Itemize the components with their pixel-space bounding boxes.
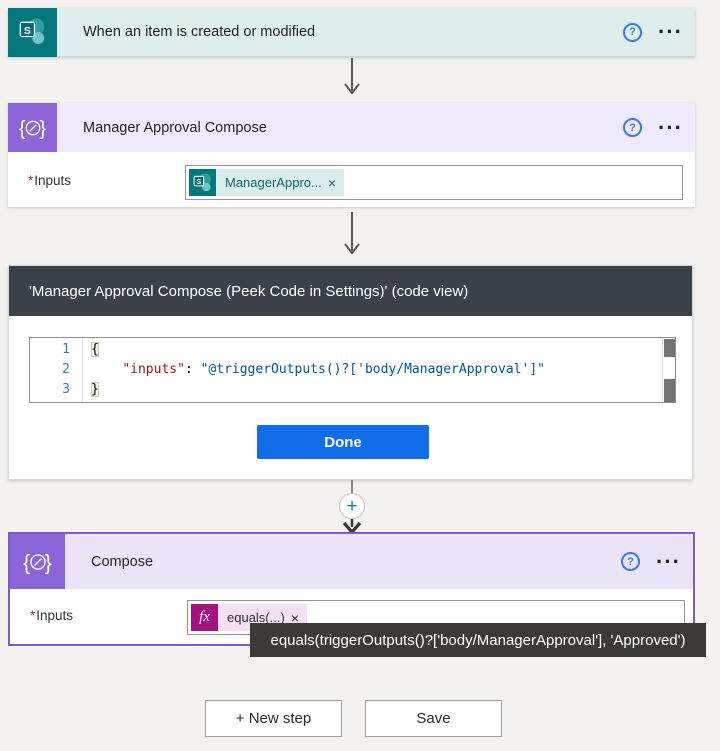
inputs-label: *Inputs <box>28 173 72 188</box>
code-line: } <box>91 382 99 397</box>
code-view-title: 'Manager Approval Compose (Peek Code in … <box>29 282 469 300</box>
svg-text:{: { <box>23 549 30 574</box>
line-number-gutter: 1 2 3 <box>30 338 82 402</box>
token-label: ManagerAppro... <box>225 175 322 190</box>
compose-braces-icon: { } <box>8 103 57 152</box>
trigger-title: When an item is created or modified <box>83 24 316 40</box>
token-label: equals(...) <box>227 610 285 625</box>
editor-scrollbar[interactable] <box>662 338 675 402</box>
svg-text:{: { <box>18 117 25 140</box>
line-number: 1 <box>62 342 70 357</box>
manager-compose-title: Manager Approval Compose <box>83 119 267 136</box>
expression-token[interactable]: fx equals(...) × <box>191 604 307 631</box>
fx-icon: fx <box>191 604 218 631</box>
insert-step-plus-button[interactable]: + <box>339 493 365 519</box>
sharepoint-letter: S <box>23 25 30 37</box>
token-remove-icon[interactable]: × <box>327 174 337 191</box>
svg-text:}: } <box>44 549 51 574</box>
token-remove-icon[interactable]: × <box>290 609 299 626</box>
code-view-card: 'Manager Approval Compose (Peek Code in … <box>8 265 693 480</box>
svg-text:}: } <box>39 117 46 140</box>
help-icon[interactable]: ? <box>623 118 643 137</box>
code-line: "inputs": "@triggerOutputs()?['body/Mana… <box>122 362 545 377</box>
sharepoint-icon: S <box>8 7 57 57</box>
compose-braces-icon: { } <box>10 534 65 589</box>
compose-title: Compose <box>91 553 154 570</box>
manager-compose-card: { } Manager Approval Compose ? ··· *Inpu… <box>8 103 695 207</box>
flow-arrow-icon <box>344 212 360 255</box>
manager-compose-body: *Inputs S ManagerAppro... × <box>8 152 695 207</box>
required-marker: * <box>28 173 34 188</box>
help-icon[interactable]: ? <box>621 552 641 571</box>
code-line: { <box>91 342 99 357</box>
scrollbar-thumb[interactable] <box>664 379 675 402</box>
code-view-header: 'Manager Approval Compose (Peek Code in … <box>9 266 692 316</box>
help-icon[interactable]: ? <box>623 22 643 42</box>
svg-text:S: S <box>196 177 201 186</box>
menu-ellipsis-icon[interactable]: ··· <box>658 19 683 44</box>
save-button[interactable]: Save <box>365 700 502 737</box>
sharepoint-icon: S <box>189 169 216 196</box>
manager-compose-header[interactable]: { } Manager Approval Compose ? ··· <box>8 103 695 152</box>
done-button[interactable]: Done <box>257 425 429 459</box>
sharepoint-token[interactable]: S ManagerAppro... × <box>189 169 345 196</box>
inputs-field[interactable]: S ManagerAppro... × <box>185 165 683 200</box>
line-number: 3 <box>62 382 70 397</box>
menu-ellipsis-icon[interactable]: ··· <box>656 548 681 574</box>
connector-line <box>351 480 353 494</box>
inputs-label: *Inputs <box>30 608 74 623</box>
line-number: 2 <box>62 362 70 377</box>
expression-tooltip: equals(triggerOutputs()?['body/ManagerAp… <box>250 623 706 657</box>
code-content[interactable]: { "inputs": "@triggerOutputs()?['body/Ma… <box>82 338 675 402</box>
new-step-button[interactable]: + New step <box>205 700 342 737</box>
flow-arrow-icon <box>344 58 360 95</box>
trigger-card[interactable]: S When an item is created or modified ? … <box>8 7 695 57</box>
compose-header[interactable]: { } Compose ? ··· <box>10 534 693 589</box>
menu-ellipsis-icon[interactable]: ··· <box>658 114 683 140</box>
code-editor[interactable]: 1 2 3 { "inputs": "@triggerOutputs()?['b… <box>29 337 676 403</box>
scrollbar-thumb[interactable] <box>664 339 675 357</box>
required-marker: * <box>30 608 36 623</box>
